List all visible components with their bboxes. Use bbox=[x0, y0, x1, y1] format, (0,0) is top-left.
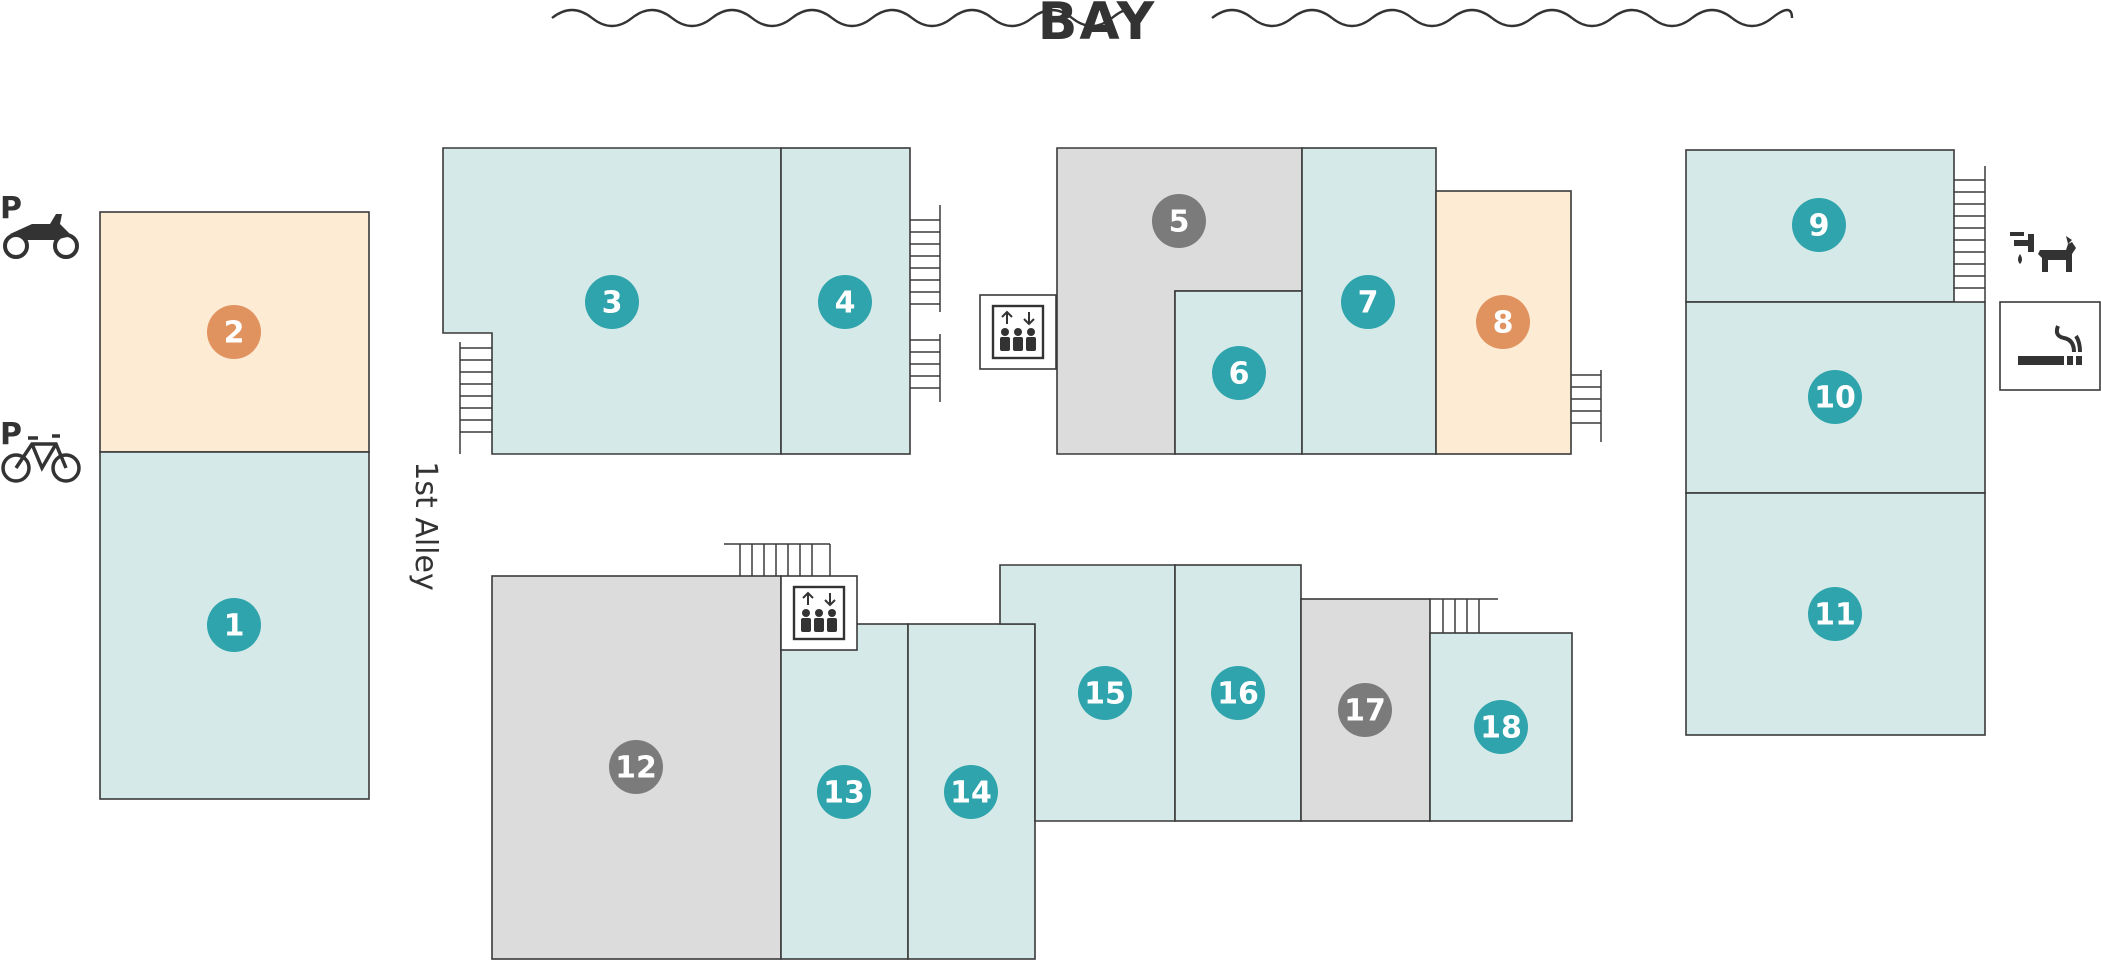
stairs-unit-9 bbox=[1954, 166, 1986, 302]
parking-letter: P bbox=[0, 191, 22, 226]
parking-letter: P bbox=[0, 417, 22, 452]
elevator-icon bbox=[991, 304, 1045, 360]
unit-badge-16: 16 bbox=[1211, 666, 1265, 720]
unit-number: 4 bbox=[835, 286, 856, 321]
unit-number: 6 bbox=[1229, 357, 1250, 392]
unit-badge-circle bbox=[818, 275, 872, 329]
unit-number: 17 bbox=[1344, 694, 1386, 729]
unit-badge-circle bbox=[1808, 587, 1862, 641]
smoking-area-icon bbox=[2018, 325, 2082, 365]
unit-number: 5 bbox=[1169, 205, 1190, 240]
unit-badge-15: 15 bbox=[1078, 666, 1132, 720]
stairs-unit-4-upper bbox=[910, 205, 941, 312]
bay-wave-right bbox=[1211, 8, 1794, 28]
unit-number: 11 bbox=[1814, 598, 1856, 633]
stairs-unit-4-lower bbox=[910, 334, 941, 402]
unit-badge-circle bbox=[1341, 275, 1395, 329]
unit-badge-8: 8 bbox=[1476, 295, 1530, 349]
bay-wave-left bbox=[551, 8, 1134, 28]
unit-number: 9 bbox=[1809, 209, 1830, 244]
motorcycle-parking: P bbox=[0, 191, 79, 259]
unit-badge-circle bbox=[585, 275, 639, 329]
unit-badge-circle bbox=[1078, 666, 1132, 720]
unit-badge-2: 2 bbox=[207, 305, 261, 359]
unit-badge-circle bbox=[1212, 346, 1266, 400]
bay-label: BAY bbox=[1038, 0, 1157, 52]
unit-badge-circle bbox=[817, 765, 871, 819]
unit-badge-circle bbox=[1476, 295, 1530, 349]
stairs-unit-18 bbox=[1430, 598, 1498, 633]
stairs-unit-8 bbox=[1571, 370, 1602, 442]
street-label: 1st Alley bbox=[408, 461, 443, 590]
unit-badge-1: 1 bbox=[207, 598, 261, 652]
elevator-lower bbox=[780, 575, 858, 651]
unit-badge-circle bbox=[1152, 194, 1206, 248]
unit-number: 16 bbox=[1217, 677, 1259, 712]
motorcycle-parking-icon bbox=[3, 214, 79, 259]
unit-number: 13 bbox=[823, 776, 865, 811]
unit-badge-circle bbox=[1474, 700, 1528, 754]
unit-badge-circle bbox=[1211, 666, 1265, 720]
smoking-area bbox=[1999, 301, 2101, 391]
unit-number: 15 bbox=[1084, 677, 1126, 712]
unit-badge-18: 18 bbox=[1474, 700, 1528, 754]
unit-badge-11: 11 bbox=[1808, 587, 1862, 641]
unit-badge-17: 17 bbox=[1338, 683, 1392, 737]
unit-badge-circle bbox=[1792, 198, 1846, 252]
unit-number: 14 bbox=[950, 776, 992, 811]
unit-badge-7: 7 bbox=[1341, 275, 1395, 329]
unit-number: 18 bbox=[1480, 711, 1522, 746]
unit-badge-circle bbox=[207, 598, 261, 652]
elevator-upper bbox=[979, 294, 1057, 370]
unit-number: 7 bbox=[1358, 286, 1379, 321]
bicycle-parking-icon bbox=[1, 434, 81, 483]
unit-number: 3 bbox=[602, 286, 623, 321]
unit-badge-6: 6 bbox=[1212, 346, 1266, 400]
unit-badge-14: 14 bbox=[944, 765, 998, 819]
unit-badge-4: 4 bbox=[818, 275, 872, 329]
pet-water-station-icon bbox=[2006, 232, 2076, 272]
elevator-icon bbox=[792, 585, 846, 641]
stairs-unit-12 bbox=[724, 543, 831, 576]
unit-badge-circle bbox=[944, 765, 998, 819]
unit-badge-circle bbox=[609, 740, 663, 794]
unit-badge-3: 3 bbox=[585, 275, 639, 329]
unit-badge-circle bbox=[207, 305, 261, 359]
unit-badge-13: 13 bbox=[817, 765, 871, 819]
unit-number: 1 bbox=[224, 609, 245, 644]
unit-number: 2 bbox=[224, 316, 245, 351]
unit-badge-9: 9 bbox=[1792, 198, 1846, 252]
bicycle-parking: P bbox=[0, 417, 81, 483]
unit-badge-12: 12 bbox=[609, 740, 663, 794]
unit-number: 12 bbox=[615, 751, 657, 786]
unit-badge-10: 10 bbox=[1808, 370, 1862, 424]
unit-badge-5: 5 bbox=[1152, 194, 1206, 248]
unit-number: 8 bbox=[1493, 306, 1514, 341]
unit-badge-circle bbox=[1808, 370, 1862, 424]
unit-badge-circle bbox=[1338, 683, 1392, 737]
stairs-unit-3 bbox=[459, 342, 492, 454]
unit-number: 10 bbox=[1814, 381, 1856, 416]
